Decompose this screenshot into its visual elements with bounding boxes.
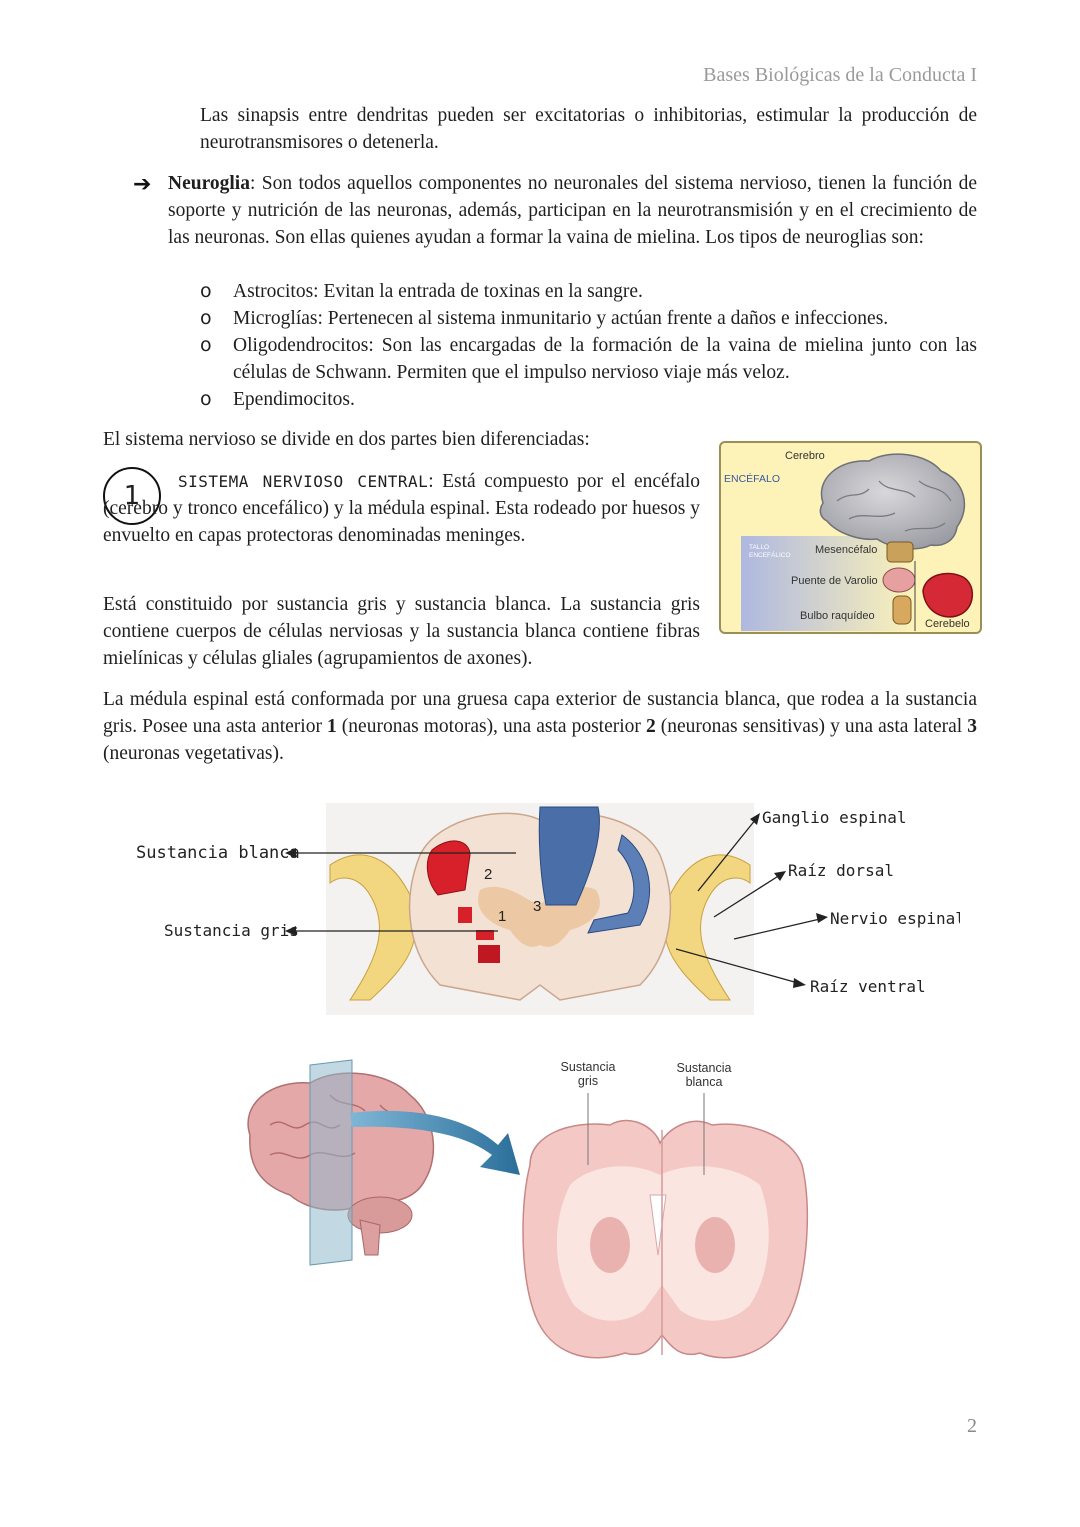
medula-number-2: 2: [645, 716, 656, 737]
arrowhead: [774, 871, 786, 881]
label-sustancia-blanca: Sustancia blanca: [136, 843, 300, 863]
encephalon-figure: Cerebro ENCÉFALO TALLO ENCEFÁLICO Mesenc…: [719, 441, 982, 634]
basal-ganglia-left: [590, 1217, 630, 1273]
puente-shape: [882, 567, 916, 593]
leader-nervio: [733, 918, 821, 940]
medula-number-1: 1: [327, 716, 337, 737]
lateral-column-blue: [587, 834, 651, 934]
intro-paragraph: Las sinapsis entre dendritas pueden ser …: [200, 105, 977, 153]
label-blanca-1: Sustancia: [677, 1061, 732, 1075]
list-item: Ependimocitos.: [233, 389, 355, 410]
neuroglia-text: : Son todos aquellos componentes no neur…: [168, 173, 977, 248]
dorsal-column-blue: [538, 806, 600, 906]
label-encefalo: ENCÉFALO: [724, 472, 780, 485]
section-number-badge: 1: [103, 467, 161, 525]
label-gris-1: Sustancia: [561, 1060, 616, 1074]
label-raiz-dorsal: Raíz dorsal: [788, 861, 894, 880]
label-nervio: Nervio espinal: [830, 909, 960, 928]
label-blanca-2: blanca: [686, 1075, 723, 1089]
snc-paragraph: SISTEMA NERVIOSO CENTRAL: Está compuesto…: [103, 468, 700, 549]
label-cerebro: Cerebro: [785, 450, 825, 462]
arrowhead: [285, 926, 296, 936]
neuroglia-paragraph: Neuroglia: Son todos aquellos componente…: [168, 170, 977, 251]
white-matter-section: [556, 1166, 769, 1321]
snc-text: : Está compuesto por el encéfalo (cerebr…: [103, 471, 701, 546]
sub-bullet-mark: o: [200, 280, 212, 302]
mesencefalo-shape: [886, 541, 914, 563]
sub-bullet-mark: o: [200, 388, 212, 410]
list-item: Oligodendrocitos: Son las encargadas de …: [233, 335, 977, 383]
neuroglia-term: Neuroglia: [168, 173, 250, 194]
cerebellum-shape: [922, 572, 973, 618]
label-sustancia-gris: Sustancia gris: [164, 921, 299, 940]
lateral-horn-red: [458, 907, 472, 923]
label-gris-2: gris: [578, 1074, 598, 1088]
label-raiz-ventral: Raíz ventral: [810, 977, 926, 996]
leader-raiz-dorsal: [713, 874, 781, 918]
page-number: 2: [967, 1415, 977, 1437]
label-cerebelo: Cerebelo: [925, 618, 970, 630]
slice-arrow-icon: [350, 1110, 520, 1175]
label-n2: 2: [484, 866, 492, 883]
medula-text-3: (neuronas sensitivas) y una asta lateral: [655, 716, 968, 737]
label-n3: 3: [533, 898, 541, 915]
arrowhead: [816, 913, 828, 923]
running-header: Bases Biológicas de la Conducta I: [703, 64, 977, 86]
label-puente: Puente de Varolio: [791, 575, 878, 587]
basal-ganglia-right: [695, 1217, 735, 1273]
spinal-cord-svg: 2 1 3 Sustancia blanca Sustancia gris Ga…: [136, 803, 965, 1015]
brainstem-small: [359, 1219, 381, 1256]
leader-ganglio: [697, 818, 757, 892]
list-item: Microglías: Pertenecen al sistema inmuni…: [233, 308, 889, 329]
arrowhead: [750, 813, 760, 825]
medula-text-4: (neuronas vegetativas).: [103, 743, 284, 764]
cerebrum-shape: [819, 453, 966, 550]
brain-section-svg: Sustancia gris Sustancia blanca: [247, 1059, 809, 1359]
gyri-lines: [836, 480, 952, 532]
sub-bullet-mark: o: [200, 307, 212, 329]
medula-paragraph: La médula espinal está conformada por un…: [103, 686, 977, 767]
label-n1: 1: [498, 908, 506, 925]
medula-text-1: La médula espinal está conformada por un…: [103, 689, 977, 737]
right-nerve: [664, 854, 751, 1001]
spinal-cord-figure: 2 1 3 Sustancia blanca Sustancia gris Ga…: [120, 795, 965, 1025]
label-ganglio: Ganglio espinal: [762, 808, 907, 827]
division-sentence: El sistema nervioso se divide en dos par…: [103, 429, 590, 450]
sub-bullet-mark: o: [200, 334, 212, 356]
snc-paragraph-2: Está constituido por sustancia gris y su…: [103, 594, 700, 669]
dorsal-horn-red: [426, 840, 471, 896]
arrow-bullet-icon: ➔: [133, 172, 152, 197]
label-tallo: TALLO: [749, 544, 769, 551]
left-nerve: [329, 854, 416, 1001]
label-encefalico: ENCEFÁLICO: [749, 550, 791, 559]
leader-raiz-ventral: [675, 948, 799, 984]
label-mesencefalo: Mesencéfalo: [815, 544, 877, 556]
list-item: Astrocitos: Evitan la entrada de toxinas…: [233, 281, 643, 302]
snc-title: SISTEMA NERVIOSO CENTRAL: [178, 472, 429, 491]
arrowhead: [285, 848, 296, 858]
bulbo-shape: [892, 595, 912, 625]
label-bulbo: Bulbo raquídeo: [800, 610, 875, 622]
medula-text-2: (neuronas motoras), una asta posterior: [336, 716, 646, 737]
anterior-horn-red: [476, 930, 494, 940]
medula-number-3: 3: [967, 716, 977, 737]
slice-plane: [309, 1059, 353, 1266]
ventral-root-red: [478, 945, 500, 963]
arrowhead: [793, 978, 806, 988]
brain-section-figure: Sustancia gris Sustancia blanca: [230, 1055, 830, 1375]
encephalon-svg: Cerebro ENCÉFALO TALLO ENCEFÁLICO Mesenc…: [719, 441, 982, 634]
